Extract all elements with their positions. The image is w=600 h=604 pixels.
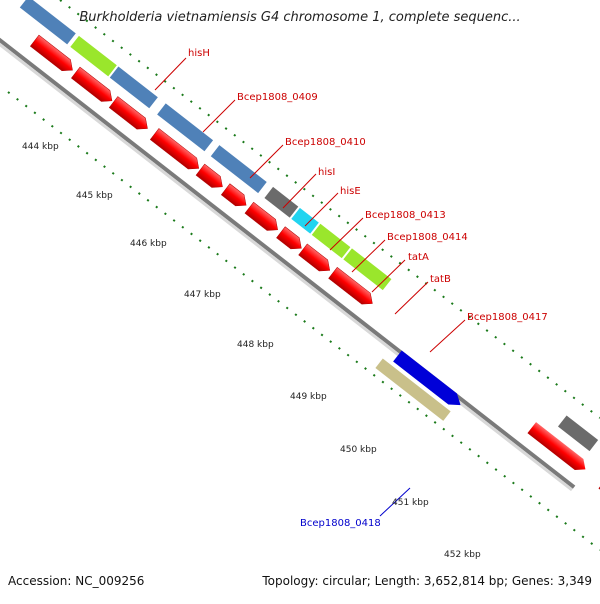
gene-label[interactable]: hisE	[340, 186, 361, 197]
cds-arrow	[244, 201, 278, 231]
gene-label[interactable]: hisI	[318, 167, 335, 178]
gene-label[interactable]: Bcep1808_0409	[237, 92, 318, 103]
gene-label[interactable]: tatA	[408, 252, 429, 263]
cds-arrow	[195, 163, 223, 188]
tick-label: 451 kbp	[392, 498, 429, 508]
gene-feature	[264, 186, 299, 218]
gene-label[interactable]: Bcep1808_0413	[365, 210, 446, 221]
gene-feature	[210, 145, 267, 194]
cds-arrow	[328, 266, 373, 305]
gene-labels: hisH Bcep1808_0409 Bcep1808_0410 hisI hi…	[188, 48, 548, 529]
gene-label[interactable]: Bcep1808_0418	[300, 518, 381, 529]
tick-label: 447 kbp	[184, 290, 221, 300]
gene-feature	[19, 0, 76, 45]
gene-feature	[291, 207, 319, 234]
cds-arrow	[276, 226, 302, 250]
tick-label: 446 kbp	[130, 239, 167, 249]
feature-track-upper	[19, 0, 392, 291]
tick-label: 449 kbp	[290, 392, 327, 402]
cds-arrow	[29, 34, 73, 71]
label-leaders	[154, 57, 466, 517]
tick-marks	[7, 0, 600, 551]
tick-label: 448 kbp	[237, 340, 274, 350]
cds-arrow	[108, 96, 148, 130]
gene-feature	[311, 223, 351, 259]
tick-label: 450 kbp	[340, 445, 377, 455]
cds-arrow	[527, 422, 586, 471]
tick-label: 444 kbp	[22, 142, 59, 152]
gene-feature	[557, 415, 599, 452]
gene-label[interactable]: Bcep1808_0417	[467, 312, 548, 323]
cds-arrow	[298, 243, 331, 272]
cds-arrow	[149, 128, 200, 170]
gene-feature	[157, 103, 214, 152]
cds-arrow	[220, 183, 247, 207]
gene-label[interactable]: tatB	[430, 274, 451, 285]
cds-arrow	[71, 66, 113, 102]
gene-feature	[343, 248, 392, 291]
gene-feature-khaki	[375, 358, 451, 421]
gene-feature	[109, 66, 158, 109]
gene-label[interactable]: Bcep1808_0410	[285, 137, 366, 148]
feature-0418	[375, 350, 461, 421]
tick-label: 445 kbp	[76, 191, 113, 201]
accession-label: Accession: NC_009256	[8, 574, 145, 588]
gene-feature	[70, 35, 117, 77]
gene-label[interactable]: hisH	[188, 48, 210, 59]
gene-feature-blue	[393, 350, 461, 406]
gene-label[interactable]: Bcep1808_0414	[387, 232, 468, 243]
feature-cluster-right	[527, 415, 600, 514]
tick-label: 452 kbp	[444, 550, 481, 560]
feature-track-lower	[29, 34, 373, 305]
tick-labels: 444 kbp 445 kbp 446 kbp 447 kbp 448 kbp …	[22, 142, 481, 560]
topology-label: Topology: circular; Length: 3,652,814 bp…	[262, 574, 592, 588]
